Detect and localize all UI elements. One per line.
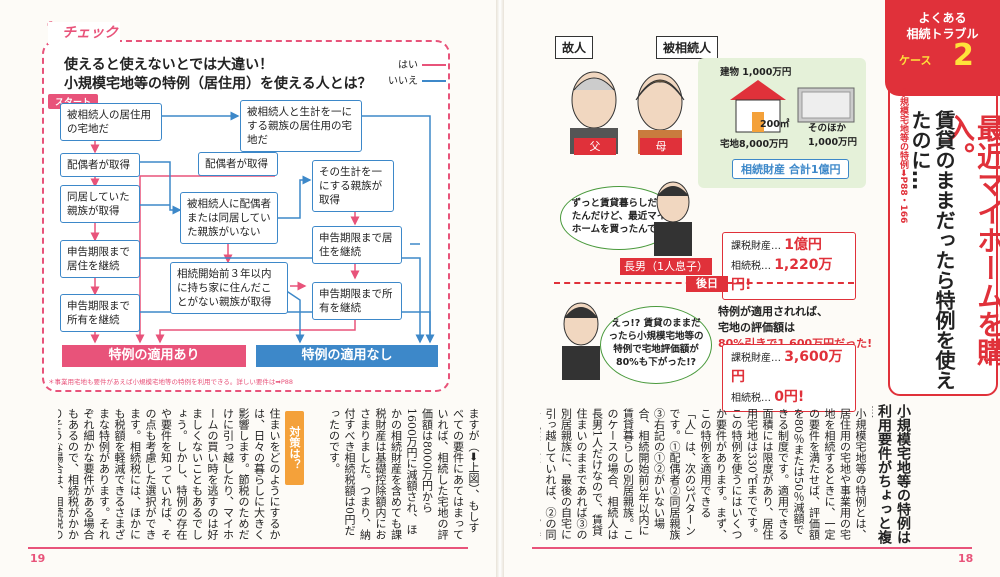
check-label: チェック xyxy=(48,22,120,44)
node-continue-ownership: 申告期限まで所有を継続 xyxy=(60,294,140,332)
total-assets: 相続財産 合計1億円 xyxy=(732,159,850,179)
node-continue-residence-2: 申告期限まで居住を継続 xyxy=(312,226,402,264)
legend-yes-label: はい xyxy=(398,60,418,71)
node-spouse-acquires-2: 配偶者が取得 xyxy=(198,152,278,176)
taxable-after-value: 3,600万円 xyxy=(731,349,843,385)
case-header-line1: よくある xyxy=(918,11,967,25)
node-household-relative: その生計を一にする親族が取得 xyxy=(312,160,394,212)
tax-before-value: 1,220万円! xyxy=(731,257,833,293)
left-body-text-1: ますが（➡上図）、もしすべての要件にあてはまっていれば、相続した宅地の評価額は8… xyxy=(327,408,481,540)
flowchart-title: 使えると使えないとでは大違い！ 小規模宅地等の特例（居住用）を使える人とは？ xyxy=(64,56,372,94)
tax-after-row: 相続税… 0円! xyxy=(731,388,847,408)
taxable-label-after: 課税財産… xyxy=(731,353,781,364)
taxable-after-row: 課税財産… 3,600万円 xyxy=(731,348,847,388)
after-line1: 特例が適用されれば、 xyxy=(718,305,828,318)
right-body-heading: 小規模宅地等の特例は利用要件がちょっと複雑 xyxy=(872,404,911,544)
node-no-spouse-or-cohabitant: 被相続人に配偶者または同居していた親族がいない xyxy=(180,192,278,244)
mother-tag: 母 xyxy=(640,138,682,155)
after-line2: 宅地の評価額は xyxy=(718,321,795,334)
other-assets-value: 1,000万円 xyxy=(808,137,858,148)
node-spouse-acquires: 配偶者が取得 xyxy=(60,153,140,177)
eldest-son-tag: 長男（1人息子） xyxy=(620,258,712,275)
tax-after-value: 0円! xyxy=(774,389,805,405)
building-value: 建物 1,000万円 xyxy=(720,67,792,78)
result-not-applicable: 特例の適用なし xyxy=(256,345,438,367)
book-gutter xyxy=(496,0,504,577)
taxable-label: 課税財産… xyxy=(731,241,781,252)
left-body-text-2: 住まいをどのようにするかは、日々の暮らしに大きく影響します。節税のためだけに引っ… xyxy=(58,408,281,540)
legend-yes: はい xyxy=(388,58,446,74)
house-and-money-icon xyxy=(730,80,855,133)
result-applicable: 特例の適用あり xyxy=(62,345,246,367)
left-page-rule xyxy=(28,547,468,549)
flowchart-title-line2: 小規模宅地等の特例（居住用）を使える人とは？ xyxy=(64,76,372,92)
case-number: 2 xyxy=(953,38,974,73)
case-header-title: よくある 相続トラブル xyxy=(885,10,1000,42)
main-title: 最近マイホームを購入。 xyxy=(943,114,1000,366)
case-header-line2: 相続トラブル xyxy=(906,27,979,41)
son-illustration xyxy=(654,181,692,256)
taisaku-tag: 対策は？ xyxy=(285,411,304,485)
case-label: ケース xyxy=(899,54,932,67)
heir-label: 被相続人 xyxy=(656,36,719,59)
tax-label: 相続税… xyxy=(731,261,771,272)
title-panel xyxy=(888,62,998,396)
taxable-before-value: 1億円 xyxy=(784,237,822,253)
other-assets-label: そのほか xyxy=(808,123,847,134)
right-body-text: 小規模宅地等の特例とは、居住用の宅地や事業用の宅地を相続するときに、一定の要件を… xyxy=(540,408,867,540)
after-tag: 後日 xyxy=(686,276,728,292)
node-cohabiting-relative: 同居していた親族が取得 xyxy=(60,185,140,223)
shocked-son-illustration xyxy=(562,302,600,380)
check-label-text: チェック xyxy=(62,25,118,41)
tax-label-after: 相続税… xyxy=(731,393,771,404)
tax-box-before: 課税財産… 1億円 相続税… 1,220万円! xyxy=(722,232,856,300)
flowchart-footnote: ＊事業用宅地も要件があえば小規模宅地等の特例を利用できる。詳しい要件は➡P88 xyxy=(48,378,294,386)
node-continue-ownership-2: 申告期限まで所有を継続 xyxy=(312,282,402,320)
flowchart-legend: はい いいえ xyxy=(388,58,446,90)
taxable-before-row: 課税財産… 1億円 xyxy=(731,236,847,256)
land-value: 宅地8,000万円 xyxy=(720,139,789,150)
page-number-left: 19 xyxy=(30,552,46,565)
node-no-owned-home: 相続開始前３年以内に持ち家に住んだことがない親族が取得 xyxy=(170,262,288,314)
tax-before-row: 相続税… 1,220万円! xyxy=(731,256,847,296)
main-subtitle: 賃貸のままだったら特例を使えたのに… xyxy=(908,110,956,390)
node-same-household: 被相続人と生計を一にする親族の居住用の宅地だ xyxy=(240,100,362,152)
land-area: 200㎡ xyxy=(760,119,790,130)
deceased-label: 故人 xyxy=(555,36,594,59)
tax-box-after: 課税財産… 3,600万円 相続税… 0円! xyxy=(722,344,856,412)
flowchart-title-line1: 使えると使えないとでは大違い！ xyxy=(64,57,274,73)
right-page-rule xyxy=(532,547,972,549)
legend-no-line xyxy=(422,80,446,82)
legend-yes-line xyxy=(422,64,446,66)
case-header: よくある 相続トラブル ケース 2 xyxy=(885,0,1000,96)
reference-note: 小規模宅地等の特例➡P88・166 xyxy=(898,88,908,224)
legend-no-label: いいえ xyxy=(388,76,418,87)
legend-no: いいえ xyxy=(388,74,446,90)
node-residence-of-deceased: 被相続人の居住用の宅地だ xyxy=(60,103,162,141)
father-tag: 父 xyxy=(574,138,616,155)
page-number-right: 18 xyxy=(958,552,974,565)
node-continue-residence: 申告期限まで居住を継続 xyxy=(60,240,140,278)
shocked-speech-bubble: えっ!? 賃貸のままだったら小規模宅地等の特例で宅地評価額が80%も下がった!? xyxy=(600,306,712,384)
